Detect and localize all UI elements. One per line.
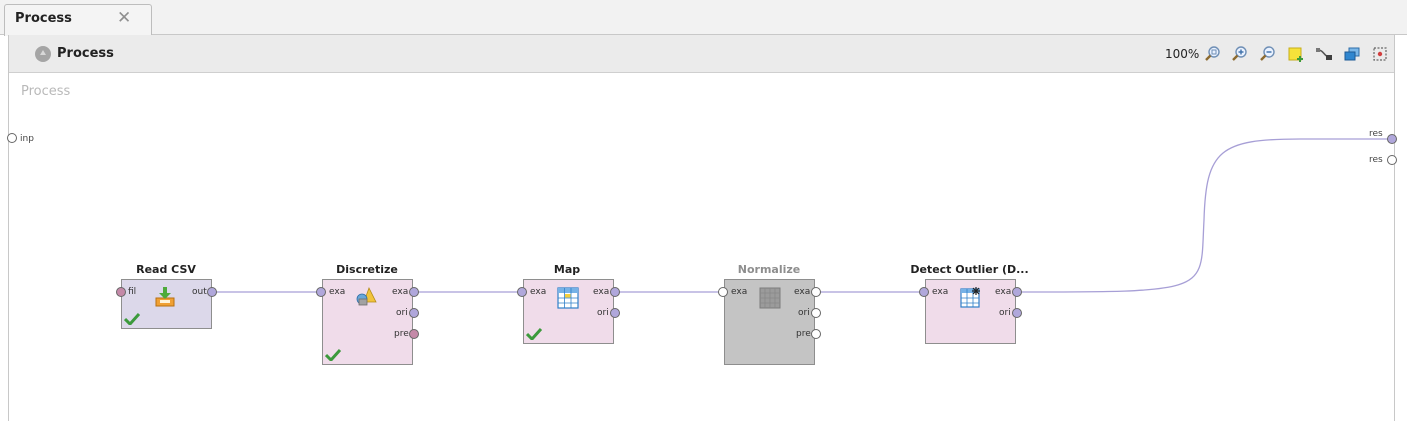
port-label-exa-out: exa <box>995 287 1012 297</box>
port-label-exa-in: exa <box>329 287 346 297</box>
port-out-pre[interactable] <box>409 329 419 339</box>
result-port-2[interactable] <box>1387 155 1397 165</box>
operator-title-map: Map <box>553 263 581 276</box>
detect-outlier-icon <box>960 287 980 308</box>
check-icon <box>325 349 341 361</box>
port-label-exa-out: exa <box>392 287 409 297</box>
result-port-label-1: res <box>1369 129 1383 139</box>
port-label-pre: pre <box>394 329 409 339</box>
port-label-exa-in: exa <box>932 287 949 297</box>
port-out-exa[interactable] <box>610 287 620 297</box>
process-input-port-label: inp <box>20 134 34 144</box>
port-out-exa[interactable] <box>811 287 821 297</box>
port-label-exa-out: exa <box>593 287 610 297</box>
port-label-pre: pre <box>796 329 811 339</box>
zoom-level: 100% <box>1165 47 1200 61</box>
auto-fit-icon[interactable] <box>1371 45 1389 63</box>
operator-title-read-csv: Read CSV <box>136 263 196 276</box>
port-in-exa[interactable] <box>517 287 527 297</box>
port-in-fil[interactable] <box>116 287 126 297</box>
operator-title-normalize: Normalize <box>737 263 801 276</box>
port-label-fil: fil <box>128 287 137 297</box>
port-label-ori: ori <box>396 308 408 318</box>
port-out-out[interactable] <box>207 287 217 297</box>
arrange-layers-icon[interactable] <box>1343 45 1361 63</box>
zoom-fit-icon[interactable] <box>1204 45 1222 63</box>
port-out-exa[interactable] <box>1012 287 1022 297</box>
parent-process-button[interactable] <box>35 46 51 62</box>
port-label-exa-in: exa <box>731 287 748 297</box>
port-label-ori: ori <box>999 308 1011 318</box>
operator-detect-outlier[interactable]: exa exa ori <box>925 279 1016 344</box>
result-port-label-2: res <box>1369 155 1383 165</box>
port-out-ori[interactable] <box>409 308 419 318</box>
process-input-port[interactable] <box>7 133 17 143</box>
zoom-out-icon[interactable] <box>1259 45 1277 63</box>
port-out-ori[interactable] <box>811 308 821 318</box>
result-port-1[interactable] <box>1387 134 1397 144</box>
tab-strip: Process ✕ <box>0 0 1407 36</box>
process-toolbar: Process 100% <box>9 35 1394 73</box>
normalize-grid-icon <box>759 287 781 309</box>
port-out-ori[interactable] <box>610 308 620 318</box>
check-icon <box>526 328 542 340</box>
operator-normalize[interactable]: exa exa ori pre <box>724 279 815 365</box>
process-panel: Process 100% <box>8 35 1395 421</box>
port-label-exa-out: exa <box>794 287 811 297</box>
operator-title-detect-outlier: Detect Outlier (D... <box>910 263 1029 276</box>
port-out-ori[interactable] <box>1012 308 1022 318</box>
breadcrumb: Process <box>57 46 114 61</box>
check-icon <box>124 313 140 325</box>
canvas-title: Process <box>21 84 71 99</box>
discretize-icon <box>356 286 377 306</box>
tab-process[interactable]: Process ✕ <box>4 4 152 36</box>
port-in-exa[interactable] <box>316 287 326 297</box>
map-table-icon <box>557 287 579 309</box>
operator-discretize[interactable]: exa exa ori pre <box>322 279 413 365</box>
port-out-exa[interactable] <box>409 287 419 297</box>
add-note-icon[interactable] <box>1287 45 1305 63</box>
tab-label: Process <box>15 11 72 26</box>
wire-detect-outlier-to-result <box>1018 138 1390 293</box>
port-in-exa[interactable] <box>718 287 728 297</box>
port-label-ori: ori <box>798 308 810 318</box>
operator-title-discretize: Discretize <box>336 263 398 276</box>
operator-read-csv[interactable]: fil out <box>121 279 212 329</box>
zoom-in-icon[interactable] <box>1231 45 1249 63</box>
operator-map[interactable]: exa exa ori <box>523 279 614 344</box>
read-csv-icon <box>155 287 175 307</box>
close-icon[interactable]: ✕ <box>117 8 132 28</box>
port-label-out: out <box>192 287 207 297</box>
port-out-pre[interactable] <box>811 329 821 339</box>
port-in-exa[interactable] <box>919 287 929 297</box>
port-label-ori: ori <box>597 308 609 318</box>
auto-wire-icon[interactable] <box>1315 45 1333 63</box>
port-label-exa-in: exa <box>530 287 547 297</box>
